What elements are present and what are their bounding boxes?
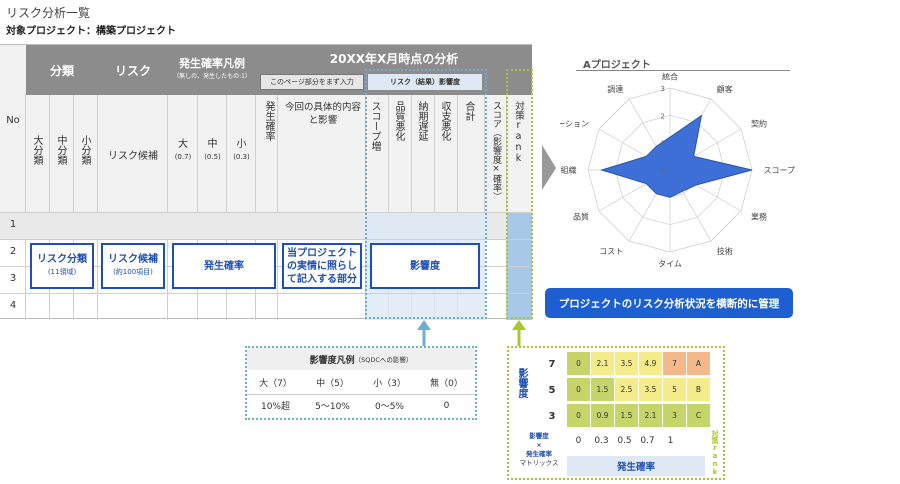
matrix-cell: C	[687, 404, 711, 428]
matrix-cell: 2.5	[615, 378, 639, 402]
no-header: No	[6, 115, 20, 126]
matrix-impact-7: 7	[548, 358, 556, 370]
matrix-cell: 3.5	[639, 378, 663, 402]
legend-headers: 大（7） 中（5） 小（3） 無（0）	[259, 378, 463, 389]
radar-axis-label: 顧客	[717, 84, 733, 94]
col-score: スコア（影響度×確率）	[491, 101, 501, 201]
cta-banner: プロジェクトのリスク分析状況を横断的に管理	[545, 288, 793, 318]
impact-group-label: リスク（結果）影響度	[368, 74, 482, 90]
col-impact-detail: 今回の具体的内容と影響	[284, 102, 361, 126]
matrix-corner: 影響度×発生確率マトリックス	[519, 432, 559, 467]
col-risk-candidate: リスク候補	[108, 151, 158, 162]
matrix-prob-values: 0 0.3 0.5 0.7 1	[575, 436, 674, 446]
col-scope: スコープ増	[369, 101, 380, 151]
radar-tick-label: 2	[661, 112, 665, 120]
rank-highlight	[506, 69, 533, 319]
impact-legend: 影響度凡例（SQDCへの影響） 大（7） 中（5） 小（3） 無（0） 10%超…	[245, 346, 477, 420]
radar-axis-label: 業務	[751, 212, 767, 222]
radar-axis-label: コスト	[599, 247, 623, 256]
risk-category-box: リスク分類(11領域)	[30, 243, 94, 289]
matrix-cell: 0	[567, 378, 591, 402]
radar-axis-label: 技術	[717, 246, 733, 256]
radar-axis-label: 調達	[607, 84, 623, 94]
radar-axis-label: 統合	[662, 72, 678, 82]
col-quality: 品質悪化	[393, 101, 404, 141]
page-subtitle: 対象プロジェクト：構築プロジェクト	[6, 26, 176, 37]
matrix-cell: 4.9	[639, 352, 663, 376]
matrix-cell: 5	[663, 378, 687, 402]
radar-tick-label: 1	[661, 140, 665, 148]
risk-candidate-box: リスク候補(約100項目)	[101, 243, 165, 289]
radar-axis-label: 品質	[573, 212, 589, 222]
legend-values: 10%超 5〜10% 0〜5% 0	[247, 394, 475, 416]
col-prob-small: 小(0.3)	[233, 139, 250, 161]
impact-box: 影響度	[370, 243, 480, 289]
matrix-xlabel: 発生確率	[567, 456, 705, 476]
row-no-3: 3	[9, 273, 17, 284]
radar-axis-label: 組織	[561, 165, 577, 175]
radar-axis-label: スコープ	[763, 166, 795, 175]
row-no-2: 2	[9, 246, 17, 257]
matrix-cell: 3	[663, 404, 687, 428]
matrix-impact-3: 3	[548, 410, 556, 422]
col-prob-large: 大(0.7)	[174, 139, 192, 161]
col-large-category: 大分類	[31, 135, 42, 165]
matrix-cell: 1.5	[591, 378, 615, 402]
radar-axis-label: タイム	[658, 259, 682, 268]
risk-table: 分類 リスク 発生確率凡例 （無しの、発生したもの:1） 20XX年X月時点の分…	[0, 44, 532, 320]
radar-title: Aプロジェクト	[583, 60, 651, 71]
radar-axis-label: コミュニケーション	[560, 119, 589, 128]
impact-highlight	[365, 69, 487, 319]
col-probability: 発生確率	[263, 101, 274, 141]
col-prob-mid: 中(0.5)	[204, 139, 221, 161]
radar-series-area	[599, 114, 753, 198]
radar-tick-label: 0	[661, 167, 665, 175]
header-probability-label: 発生確率凡例	[179, 57, 245, 70]
col-rank: 対策rank	[513, 101, 524, 164]
input-note: このページ部分をまず入力	[260, 74, 364, 90]
col-small-category: 小分類	[79, 135, 90, 165]
matrix-cell: 2.1	[639, 404, 663, 428]
header-risk: リスク	[98, 45, 168, 95]
matrix-ylabel: 影響度	[516, 368, 527, 398]
matrix-cell: 7	[663, 352, 687, 376]
radar-axis-label: 契約	[751, 118, 767, 128]
matrix-cell: B	[687, 378, 711, 402]
impact-detail-box: 当プロジェクトの実情に照らして記入する部分	[282, 243, 362, 289]
col-total: 合計	[463, 101, 474, 121]
row-no-1: 1	[9, 219, 17, 230]
row-no-4: 4	[9, 300, 17, 311]
matrix-impact-5: 5	[548, 384, 556, 396]
matrix-cell: 0	[567, 404, 591, 428]
page-title: リスク分析一覧	[6, 6, 91, 20]
matrix-cell: 0	[567, 352, 591, 376]
col-medium-category: 中分類	[55, 135, 66, 165]
legend-title-row: 影響度凡例（SQDCへの影響）	[247, 348, 475, 370]
header-category: 分類	[26, 45, 98, 95]
col-delay: 納期遅延	[416, 101, 427, 141]
probability-box: 発生確率	[172, 243, 276, 289]
matrix-rank-label: 対策rank	[711, 430, 719, 476]
radar-tick-label: 3	[661, 85, 665, 93]
matrix-cell: 1.5	[615, 404, 639, 428]
header-analysis: 20XX年X月時点の分析	[256, 45, 532, 71]
matrix-cell: 3.5	[615, 352, 639, 376]
col-revenue: 収支悪化	[439, 101, 450, 141]
matrix-cell: A	[687, 352, 711, 376]
header-probability-note: （無しの、発生したもの:1）	[173, 73, 251, 80]
header-probability: 発生確率凡例 （無しの、発生したもの:1）	[168, 45, 256, 95]
matrix-cell: 2.1	[591, 352, 615, 376]
matrix-cell: 0.9	[591, 404, 615, 428]
